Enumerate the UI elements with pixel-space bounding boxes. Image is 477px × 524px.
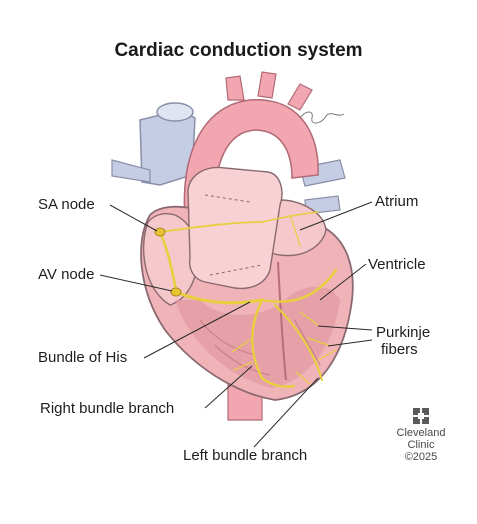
logo-copyright: ©2025 [404,451,438,463]
fiber-3 [214,344,271,376]
atrial-branch-2 [289,214,301,247]
ventricle-interior [175,286,340,388]
vena-cava-opening [156,102,194,122]
aortic-branch-2 [257,71,277,99]
purkinje-5 [317,349,337,361]
septum [277,261,287,381]
label-sa-node: SA node [38,196,95,213]
pulmonary-valve-line [204,194,251,203]
leader-lines [99,201,373,448]
conduction-pathways [158,211,338,388]
purkinje-1 [299,311,319,326]
right-branch [251,298,296,388]
logo-line1: Cleveland [396,427,446,439]
label-fibers: fibers [381,341,418,358]
logo-line2: Clinic [407,439,435,451]
leader-bundle-his [143,301,251,359]
diagram-title: Cardiac conduction system [114,40,363,61]
leader-left-bundle [253,377,319,448]
fiber-1 [199,319,256,356]
leader-right-bundle [204,365,253,409]
label-ventricle: Ventricle [368,256,426,273]
label-av-node: AV node [38,266,95,283]
purkinje-4 [233,361,253,371]
his-bundle [174,290,264,305]
label-atrium: Atrium [375,193,419,210]
label-purkinje: Purkinje [376,324,431,341]
leader-ventricle [319,263,367,301]
left-branch-2 [274,304,323,381]
fiber-2 [294,319,321,366]
aortic-branch-1 [225,75,245,101]
leader-sa-node [109,204,158,232]
pulmonary-trunk [187,166,283,290]
label-left-bundle-branch: Left bundle branch [183,447,308,464]
leader-purkinje-1 [317,325,373,331]
internodal-tract [158,230,178,292]
pulmonary-vein-left [111,159,151,183]
label-right-bundle-branch: Right bundle branch [40,400,175,417]
aortic-arch [183,99,319,221]
leader-atrium [299,201,373,231]
leader-av-node [99,274,173,292]
cleveland-clinic-mark-icon [413,408,429,424]
artist-signature [299,111,345,124]
purkinje-3 [231,339,251,353]
sa-node [154,227,166,237]
cleveland-clinic-logo: Cleveland Clinic ©2025 [386,408,456,463]
purkinje-2 [307,337,329,346]
leader-purkinje-2 [327,339,373,347]
purkinje-6 [295,371,311,385]
pulmonary-valve-line-2 [209,264,263,276]
av-node [170,287,182,297]
label-bundle-of-his: Bundle of His [38,349,128,366]
internodal-tract-2 [159,221,263,233]
aortic-branch-3 [287,83,313,111]
left-branch [260,268,338,303]
